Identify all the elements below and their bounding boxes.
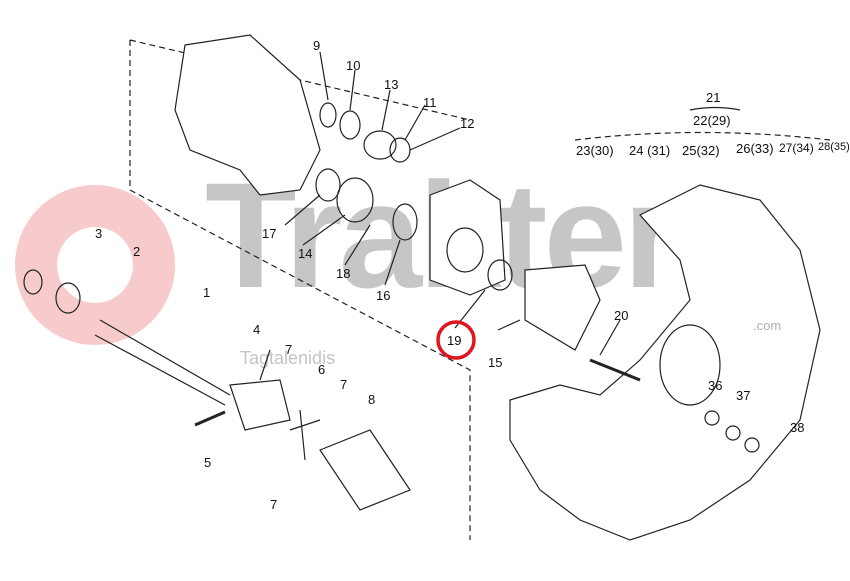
watermark-logo-hole	[57, 227, 133, 303]
yoke-8	[319, 429, 411, 511]
label-7c: 7	[270, 497, 278, 512]
label-4: 4	[253, 322, 261, 337]
label-6: 6	[318, 362, 326, 377]
pin-5	[194, 410, 226, 427]
label-7a: 7	[285, 342, 293, 357]
label-23: 23(30)	[576, 143, 614, 158]
gear-13	[363, 130, 397, 160]
label-36: 36	[708, 378, 723, 393]
label-11: 11	[423, 95, 437, 110]
label-37: 37	[736, 388, 751, 403]
cover-bearing	[446, 227, 484, 273]
gear-14	[336, 177, 374, 223]
watermark-tld: .com	[752, 318, 783, 333]
label-7b: 7	[340, 377, 348, 392]
yoke-4	[229, 379, 291, 431]
label-38: 38	[790, 420, 805, 435]
label-13: 13	[384, 77, 399, 92]
label-3: 3	[95, 226, 103, 241]
shaft-1	[94, 319, 231, 406]
label-5: 5	[204, 455, 212, 470]
flange-15	[524, 264, 601, 351]
bearing-10	[339, 110, 361, 140]
highlight-circle-19	[436, 320, 476, 360]
wheel-hub	[659, 324, 721, 406]
nut-38	[744, 437, 760, 453]
bracket-22	[574, 131, 831, 141]
label-20: 20	[614, 308, 629, 323]
bearing-17	[315, 168, 341, 202]
label-25: 25(32)	[682, 143, 720, 158]
bearing-11	[389, 137, 411, 163]
stud-20	[589, 358, 641, 382]
cover-plate	[429, 179, 506, 296]
label-15: 15	[488, 355, 503, 370]
cross-6	[289, 409, 321, 461]
label-10: 10	[346, 58, 361, 73]
label-24: 24 (31)	[629, 143, 671, 158]
label-18: 18	[336, 266, 351, 281]
bearing-9	[319, 102, 337, 128]
label-8: 8	[368, 392, 376, 407]
bracket-21	[689, 106, 741, 111]
label-26: 26(33)	[736, 141, 774, 156]
label-17: 17	[262, 226, 277, 241]
washer-37	[725, 425, 741, 441]
label-14: 14	[298, 246, 313, 261]
label-9: 9	[313, 38, 321, 53]
bearing-2	[55, 282, 81, 314]
seal-19	[487, 259, 513, 291]
gear-housing	[174, 34, 321, 196]
label-22: 22(29)	[693, 113, 731, 128]
circlip-3	[23, 269, 43, 295]
wheel-rim	[509, 184, 821, 541]
label-2: 2	[133, 244, 141, 259]
watermark-sub: Tagtalenidis	[240, 348, 336, 368]
washer-36	[704, 410, 720, 426]
label-19: 19	[447, 333, 462, 348]
label-27: 27(34)	[779, 141, 814, 155]
bearing-16	[392, 203, 418, 241]
label-1: 1	[203, 285, 211, 300]
label-21: 21	[706, 90, 721, 105]
label-12: 12	[460, 116, 475, 131]
label-28: 28(35)	[818, 141, 850, 153]
label-16: 16	[376, 288, 391, 303]
